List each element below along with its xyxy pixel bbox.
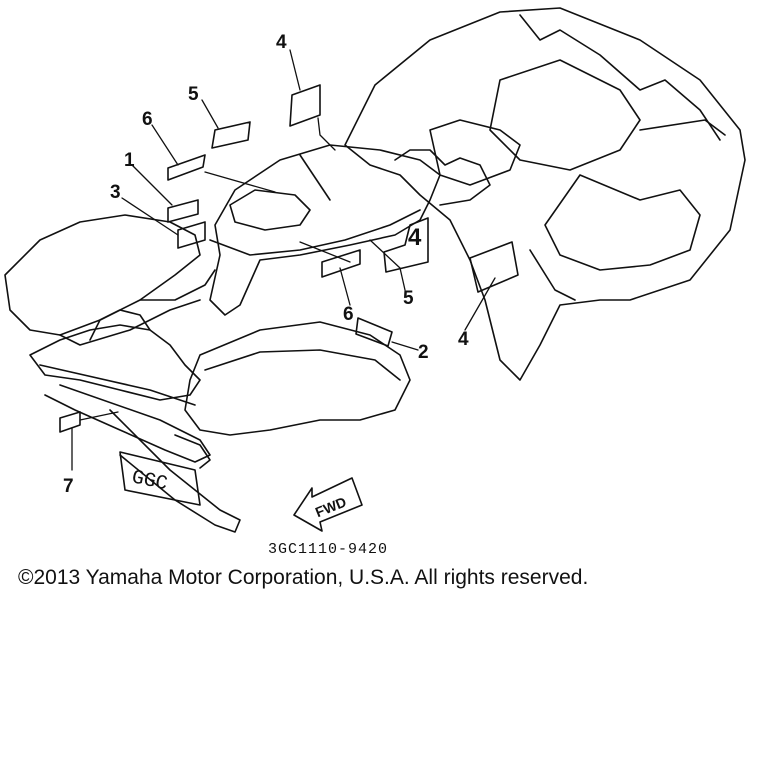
decal-4-side <box>469 241 519 293</box>
fwd-arrow-decal <box>293 477 363 532</box>
callout-6-side: 6 <box>343 304 354 325</box>
callout-5-side: 5 <box>403 288 414 309</box>
decal-3 <box>177 221 206 249</box>
leader-lines <box>71 49 496 471</box>
front-fender-lower <box>184 321 411 436</box>
callout-4-top: 4 <box>276 32 287 53</box>
decal-4-top <box>289 84 321 127</box>
callout-4-side: 4 <box>458 329 469 350</box>
side-badge-text: 4 <box>408 224 422 251</box>
callout-7: 7 <box>63 476 74 497</box>
callout-5-top: 5 <box>188 84 199 105</box>
callout-3: 3 <box>110 182 121 203</box>
callout-1: 1 <box>124 150 135 171</box>
rear-fender <box>344 7 746 381</box>
decal-7 <box>59 411 81 433</box>
callout-6-left: 6 <box>142 109 153 130</box>
front-fender <box>4 214 216 346</box>
decal-5-top <box>211 121 251 149</box>
exploded-parts-diagram: GGC FWD 4 4 5 6 1 3 6 5 2 4 7 <box>4 7 746 533</box>
decal-6-side <box>321 249 361 278</box>
center-cover <box>209 144 491 316</box>
decal-6-left <box>167 154 206 181</box>
drawing-code: 3GC1110-9420 <box>268 541 389 558</box>
callout-2: 2 <box>418 342 429 363</box>
copyright-notice: ©2013 Yamaha Motor Corporation, U.S.A. A… <box>18 566 589 589</box>
front-plate <box>119 451 201 506</box>
decal-2 <box>355 317 393 347</box>
front-bumper <box>29 309 241 533</box>
decal-1 <box>167 199 199 223</box>
decal-5-side <box>383 217 429 273</box>
fwd-text: FWD <box>313 493 349 520</box>
